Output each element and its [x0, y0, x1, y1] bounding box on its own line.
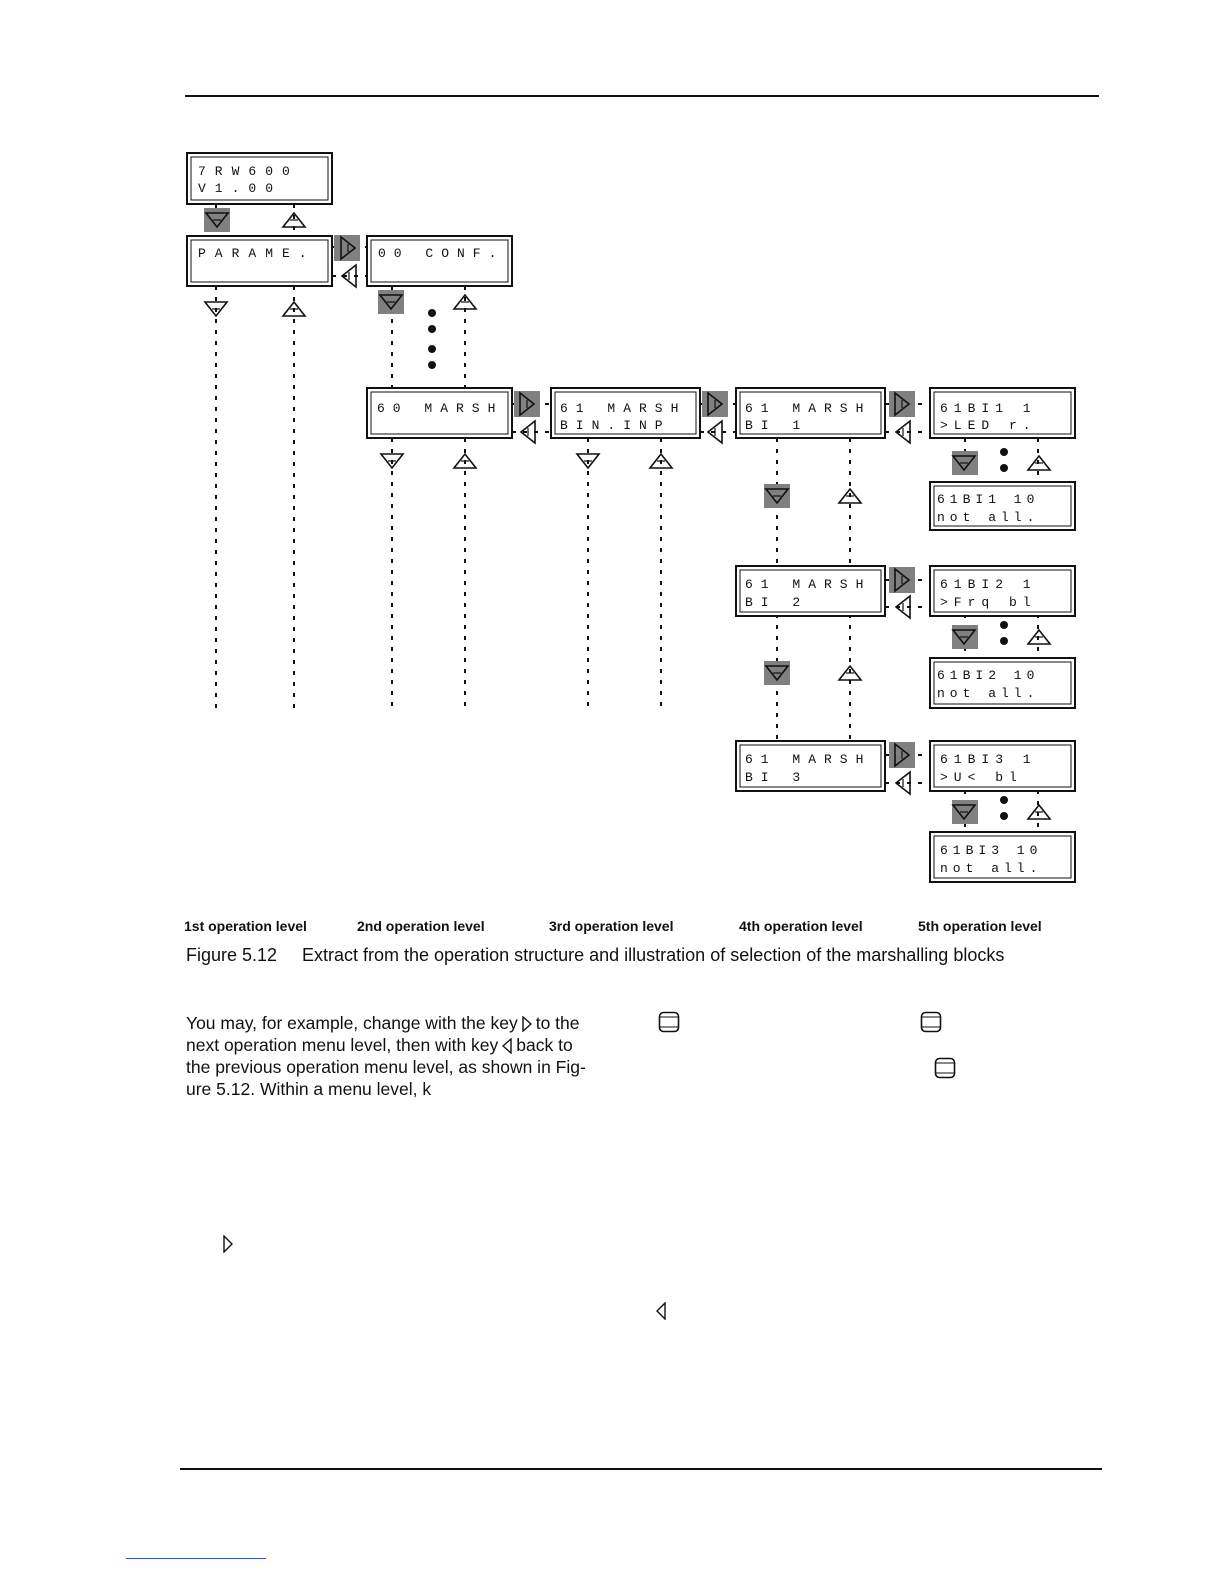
lcd-display-parameters: PARAME.: [186, 235, 333, 287]
dashed-connectors: [215, 204, 1039, 832]
lcd-line: 00 CONF.: [378, 246, 504, 261]
operation-structure-diagram: 7RW600 V1.00 PARAME. 00 CONF. 60 MARSH 6…: [186, 152, 1076, 883]
lcd-line: >U< bl: [940, 770, 1023, 785]
lcd-line: not all.: [937, 510, 1039, 525]
lcd-display-marshalling-61: 61 MARSH BIN.INP: [550, 387, 701, 439]
lcd-line: PARAME.: [198, 246, 316, 261]
body-line: ure 5.12. Within a menu level, k: [186, 1079, 432, 1099]
level-label-2: 2nd operation level: [357, 918, 485, 934]
level-label-5: 5th operation level: [918, 918, 1042, 934]
ellipsis-dots: [428, 309, 1008, 820]
lcd-line: 61BI3 10: [940, 843, 1042, 858]
lcd-line: not all.: [940, 861, 1042, 876]
figure-number: Figure 5.12: [186, 945, 278, 965]
lcd-line: 61BI2 1: [940, 577, 1037, 592]
level-label-1: 1st operation level: [184, 918, 307, 934]
left-triangle-key-icon: [656, 1302, 666, 1320]
lcd-line: BI 3: [745, 770, 808, 785]
lcd-display-bi1-10: 61BI1 10 not all.: [929, 481, 1076, 531]
level-label-4: 4th operation level: [739, 918, 863, 934]
footer-rule: [180, 1468, 1102, 1470]
lcd-display-marshalling-60: 60 MARSH: [366, 387, 513, 439]
body-text: to the: [535, 1013, 580, 1033]
lcd-display-bi1: 61 MARSH BI 1: [735, 387, 886, 439]
lcd-line: 61BI1 1: [940, 401, 1037, 416]
right-triangle-key-icon: [522, 1016, 532, 1033]
key-button-icon: [920, 1011, 942, 1033]
lcd-line: BI 2: [745, 595, 808, 610]
key-button-icon: [934, 1057, 956, 1079]
body-text: You may, for example, change with the ke…: [186, 1013, 518, 1033]
body-paragraph: You may, for example, change with the ke…: [186, 1012, 618, 1100]
lcd-line: BI 1: [745, 418, 808, 433]
lcd-line: BIN.INP: [560, 418, 671, 433]
highlighted-key-backgrounds: [204, 208, 978, 824]
lcd-line: >LED r.: [940, 418, 1037, 433]
lcd-line: 61BI1 10: [937, 492, 1039, 507]
lcd-display-bi3-1: 61BI3 1 >U< bl: [929, 740, 1076, 792]
body-line: next operation menu level, then with key…: [186, 1034, 618, 1056]
lcd-line: not all.: [937, 686, 1039, 701]
lcd-display-bi2-10: 61BI2 10 not all.: [929, 657, 1076, 709]
body-text: back to: [516, 1035, 573, 1055]
level-label-3: 3rd operation level: [549, 918, 674, 934]
left-triangle-key-icon: [502, 1038, 512, 1055]
lcd-display-configuration: 00 CONF.: [366, 235, 513, 287]
lcd-line: 7RW600: [198, 164, 299, 179]
lcd-line: >Frq bl: [940, 595, 1037, 610]
body-text: next operation menu level, then with key: [186, 1035, 499, 1055]
figure-caption: Figure 5.12 Extract from the operation st…: [186, 945, 1004, 966]
figure-caption-text: Extract from the operation structure and…: [302, 945, 1005, 965]
lcd-line: 61 MARSH: [745, 401, 871, 416]
body-line: You may, for example, change with the ke…: [186, 1012, 618, 1034]
lcd-line: 61 MARSH: [745, 577, 871, 592]
lcd-display-bi3-10: 61BI3 10 not all.: [929, 831, 1076, 883]
header-rule: [185, 95, 1099, 97]
right-triangle-key-icon: [340, 236, 910, 767]
lcd-display-bi2: 61 MARSH BI 2: [735, 565, 886, 617]
lcd-display-bi2-1: 61BI2 1 >Frq bl: [929, 565, 1076, 617]
down-triangle-key-icon: [204, 212, 976, 820]
lcd-line: 61 MARSH: [560, 401, 686, 416]
lcd-line: 60 MARSH: [377, 401, 503, 416]
left-triangle-key-icon: [341, 264, 911, 795]
lcd-line: V1.00: [198, 181, 282, 196]
lcd-display-bi1-1: 61BI1 1 >LED r.: [929, 387, 1076, 439]
lcd-line: 61BI3 1: [940, 752, 1037, 767]
key-button-icon: [658, 1011, 680, 1033]
lcd-line: 61 MARSH: [745, 752, 871, 767]
body-line: the previous operation menu level, as sh…: [186, 1057, 586, 1077]
lcd-display-start: 7RW600 V1.00: [186, 152, 333, 205]
lcd-display-bi3: 61 MARSH BI 3: [735, 740, 886, 792]
footer-link-underline: [126, 1558, 266, 1559]
right-triangle-key-icon: [223, 1235, 233, 1253]
lcd-line: 61BI2 10: [937, 668, 1039, 683]
